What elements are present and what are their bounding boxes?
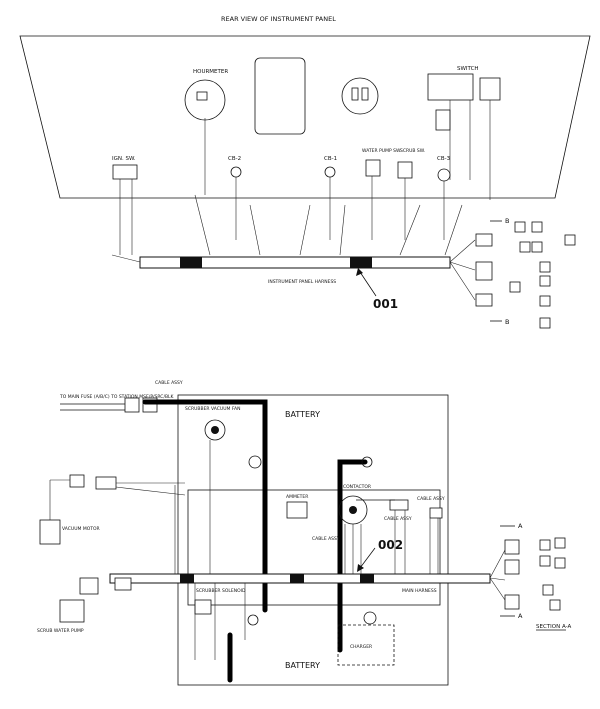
round-gauge — [341, 77, 379, 115]
scrub-water-pump-label: SCRUB WATER PUMP — [37, 628, 84, 634]
scrub-switch — [397, 161, 413, 179]
switch-relay — [479, 77, 501, 101]
section-a-a-label: SECTION A-A — [536, 624, 571, 630]
vacuum-fan-stud — [248, 455, 262, 469]
diagram-title: REAR VIEW OF INSTRUMENT PANEL — [221, 15, 336, 23]
ign-switch — [112, 164, 138, 180]
instrument-panel-outline — [19, 35, 591, 199]
solenoid-connector — [114, 577, 132, 591]
main-harness-label: MAIN HARNESS — [402, 588, 437, 594]
battery-cable-2 — [337, 459, 368, 653]
vacuum-motor — [39, 519, 61, 545]
cb3-breaker — [437, 168, 451, 182]
cable-assy-3-label: CABLE ASSY — [384, 516, 412, 522]
vacuum-fan-terminal — [204, 419, 226, 441]
scrub-switch-label: SCRUB SW. — [400, 148, 425, 154]
vacuum-motor-connectors — [49, 474, 186, 520]
battery-divider — [187, 489, 441, 606]
battery-cable-1 — [142, 399, 268, 613]
water-pump-switch — [365, 159, 381, 177]
water-pump-switch-label: WATER PUMP SW. — [362, 148, 401, 154]
hourmeter-terminal — [196, 91, 208, 101]
scrubber-vacuum-fan-label: SCRUBBER VACUUM FAN — [185, 406, 240, 412]
vacuum-motor-label: VACUUM MOTOR — [62, 526, 100, 532]
ammeter-label: AMMETER — [286, 494, 308, 500]
hourmeter-label: HOURMETER — [193, 69, 228, 75]
connector-j3 — [475, 261, 493, 281]
charger-label: CHARGER — [350, 644, 372, 650]
cable-assy-top-label: CABLE ASSY — [155, 380, 183, 386]
switch-terminal — [435, 109, 451, 131]
cb2-label: CB-2 — [228, 156, 241, 162]
section-arrow-a-bottom: A — [518, 612, 523, 620]
switch-block — [427, 73, 474, 101]
bottom-right-connectors — [489, 537, 566, 611]
cable-assy-2-label: CABLE ASSY — [312, 536, 340, 542]
section-arrow-b-top: B — [505, 217, 509, 225]
cb2-breaker — [230, 166, 242, 178]
callout-001: 001 — [373, 297, 398, 311]
instrument-harness-label: INSTRUMENT PANEL HARNESS — [268, 279, 336, 285]
cb3-label: CB-3 — [437, 156, 451, 162]
switch-label: SWITCH — [457, 66, 479, 72]
charger — [337, 624, 395, 666]
ammeter — [286, 501, 308, 519]
main-fuse-label: TO MAIN FUSE (A/B/C) TO STATION MSE/P/SR… — [59, 394, 175, 400]
panel-display-cutout — [254, 57, 306, 135]
scrub-water-pump — [59, 599, 85, 623]
connector-p1 — [475, 293, 493, 307]
water-pump-connector — [79, 577, 99, 595]
top-right-connectors — [449, 221, 576, 329]
ign-switch-label: IGN. SW. — [112, 156, 136, 162]
cb1-label: CB-1 — [324, 156, 337, 162]
cb1-breaker — [324, 166, 336, 178]
cable-assy-4-label: CABLE ASSY — [417, 496, 445, 502]
scrubber-solenoid-label: SCRUBBER SOLENOID — [196, 588, 246, 594]
battery-top-label: BATTERY — [285, 410, 320, 419]
section-arrow-b-bottom: B — [505, 318, 509, 326]
section-arrow-a-top: A — [518, 522, 523, 530]
contactor-label: CONTACTOR — [343, 484, 371, 490]
battery-bottom-label: BATTERY — [285, 661, 320, 670]
callout-002: 002 — [378, 538, 403, 552]
battery-compartment — [177, 394, 449, 686]
fuse-connector-p1 — [124, 397, 140, 413]
connector-p2 — [475, 233, 493, 247]
